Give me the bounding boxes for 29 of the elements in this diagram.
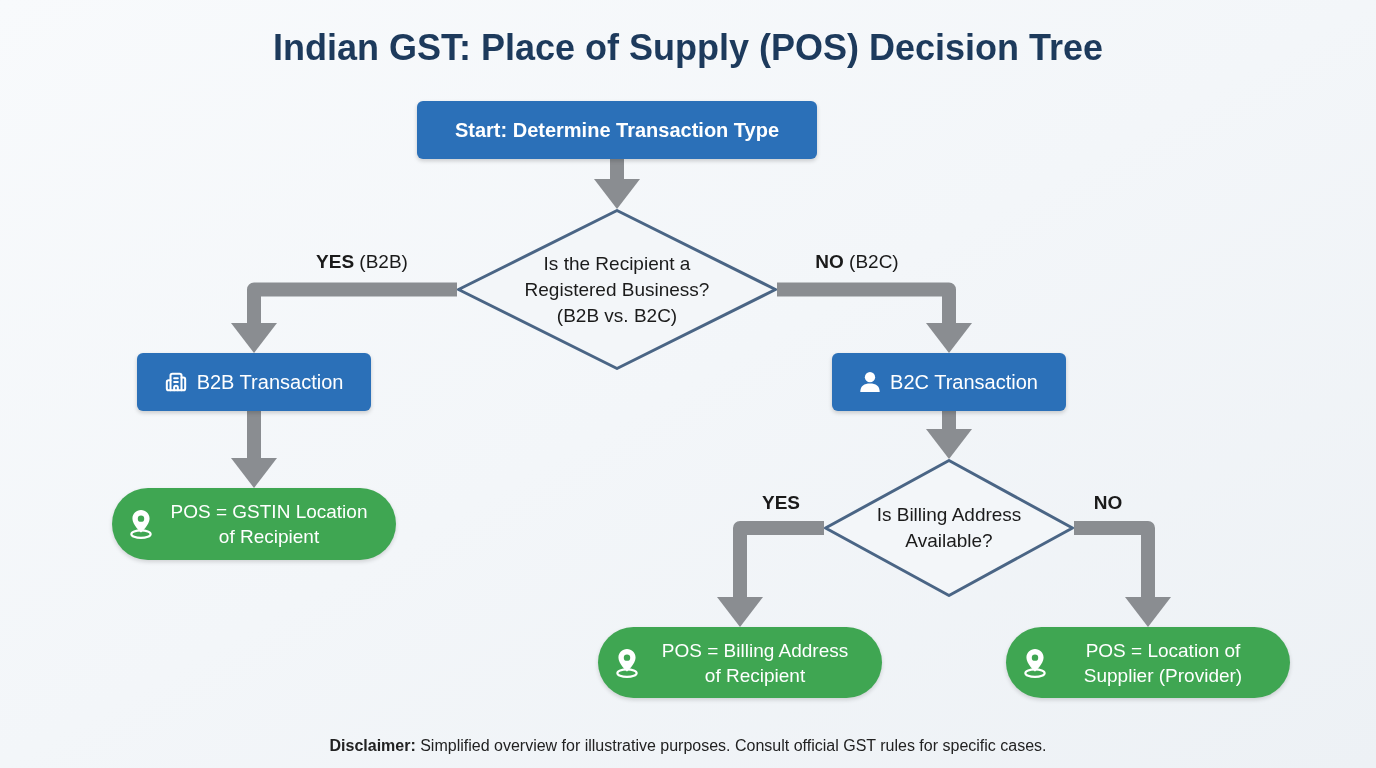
step-label: B2B Transaction	[196, 370, 344, 395]
result-pill	[1006, 627, 1290, 698]
edge-label: YES (B2B)	[316, 250, 408, 274]
arrow	[231, 411, 277, 488]
arrow	[777, 282, 972, 353]
arrow	[1074, 521, 1171, 627]
step-label: Start: Determine Transaction Type	[454, 118, 780, 143]
diagram-title: Indian GST: Place of Supply (POS) Decision Tree	[272, 26, 1104, 70]
edge-label: NO (B2C)	[815, 250, 899, 274]
decision-diamond	[824, 459, 1074, 597]
arrow	[231, 282, 457, 353]
process-box	[417, 101, 817, 159]
question-text: Is Billing Address Available?	[875, 503, 1023, 553]
edge-label: NO	[1093, 491, 1123, 515]
step-label: B2C Transaction	[890, 370, 1038, 395]
process-box	[832, 353, 1066, 411]
result-text: POS = Location of Supplier (Provider)	[1082, 638, 1244, 688]
question-text: Is the Recipient a Registered Business? (B2B vs. B2C)	[523, 251, 711, 328]
result-text: POS = Billing Address of Recipient	[660, 638, 850, 688]
process-box	[137, 353, 371, 411]
result-pill	[598, 627, 882, 698]
edge-label: YES	[762, 491, 800, 515]
arrow	[926, 411, 972, 459]
decision-diamond	[457, 209, 777, 370]
disclaimer-text: Disclaimer: Simplified overview for illustrative purposes. Consult official GST rules for specific cases.	[329, 736, 1047, 756]
result-pill	[112, 488, 396, 560]
result-text: POS = GSTIN Location of Recipient	[169, 500, 369, 549]
arrow	[717, 521, 824, 627]
arrow	[594, 159, 640, 209]
